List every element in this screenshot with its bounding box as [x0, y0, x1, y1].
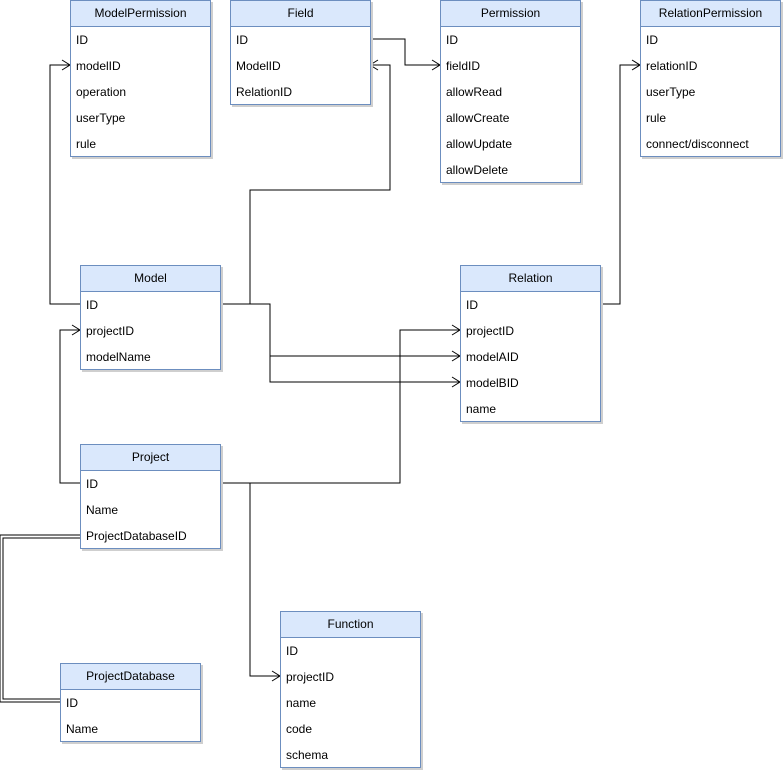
- entity-title: Function: [281, 612, 420, 638]
- entity-title: Field: [231, 1, 370, 27]
- field-id[interactable]: ID: [286, 644, 298, 658]
- field-allowread[interactable]: allowRead: [446, 85, 503, 99]
- field-allowupdate[interactable]: allowUpdate: [446, 137, 513, 151]
- field-usertype[interactable]: userType: [646, 85, 696, 99]
- edge-project-to-model[interactable]: [59, 324, 81, 484]
- entity-title: ProjectDatabase: [61, 664, 200, 690]
- edge-model-to-relation-modelaid[interactable]: [220, 303, 461, 362]
- edge-model-to-relation-modelbid[interactable]: [269, 356, 461, 388]
- field-allowdelete[interactable]: allowDelete: [446, 163, 509, 177]
- entity-relation[interactable]: Relation ID projectID modelAID modelBID …: [460, 265, 601, 422]
- field-id[interactable]: ID: [86, 477, 98, 491]
- field-allowcreate[interactable]: allowCreate: [446, 111, 510, 125]
- field-id[interactable]: ID: [446, 33, 458, 47]
- field-modelid[interactable]: ModelID: [236, 59, 281, 73]
- field-usertype[interactable]: userType: [76, 111, 126, 125]
- field-projectdatabaseid[interactable]: ProjectDatabaseID: [86, 529, 187, 543]
- field-id[interactable]: ID: [66, 696, 78, 710]
- field-name[interactable]: Name: [86, 503, 119, 517]
- entity-permission[interactable]: Permission ID fieldID allowRead allowCre…: [440, 0, 581, 183]
- field-rule[interactable]: rule: [646, 111, 667, 125]
- field-projectid[interactable]: projectID: [466, 324, 515, 338]
- entity-title: Relation: [461, 266, 600, 292]
- field-schema[interactable]: schema: [286, 748, 329, 762]
- field-modelbid[interactable]: modelBID: [466, 376, 519, 390]
- field-connect-disconnect[interactable]: connect/disconnect: [646, 137, 749, 151]
- entity-title: Project: [81, 445, 220, 471]
- entity-projectdatabase[interactable]: ProjectDatabase ID Name: [60, 663, 201, 742]
- field-name[interactable]: name: [286, 696, 317, 710]
- field-relationid[interactable]: relationID: [646, 59, 698, 73]
- field-id[interactable]: ID: [646, 33, 658, 47]
- entity-title: Model: [81, 266, 220, 292]
- field-projectid[interactable]: projectID: [286, 670, 335, 684]
- entity-field[interactable]: Field ID ModelID RelationID: [230, 0, 371, 105]
- field-modelid[interactable]: modelID: [76, 59, 121, 73]
- field-rule[interactable]: rule: [76, 137, 97, 151]
- field-relationid[interactable]: RelationID: [236, 85, 293, 99]
- field-id[interactable]: ID: [236, 33, 248, 47]
- entity-relationpermission[interactable]: RelationPermission ID relationID userTyp…: [640, 0, 781, 157]
- field-id[interactable]: ID: [86, 298, 98, 312]
- edge-project-to-projectdatabase[interactable]: [0, 534, 80, 703]
- field-code[interactable]: code: [286, 722, 313, 736]
- edge-project-to-relation[interactable]: [220, 324, 461, 484]
- field-name[interactable]: name: [466, 402, 497, 416]
- entity-project[interactable]: Project ID Name ProjectDatabaseID: [80, 444, 221, 549]
- edge-relation-to-relationpermission[interactable]: [600, 59, 641, 305]
- entity-model[interactable]: Model ID projectID modelName: [80, 265, 221, 370]
- field-id[interactable]: ID: [76, 33, 88, 47]
- entity-title: ModelPermission: [71, 1, 210, 27]
- entity-function[interactable]: Function ID projectID name code schema: [280, 611, 421, 768]
- entity-modelpermission[interactable]: ModelPermission ID modelID operation use…: [70, 0, 211, 157]
- field-projectid[interactable]: projectID: [86, 324, 135, 338]
- field-fieldid[interactable]: fieldID: [446, 59, 481, 73]
- edge-project-to-function[interactable]: [249, 483, 281, 682]
- entity-title: Permission: [441, 1, 580, 27]
- field-operation[interactable]: operation: [76, 85, 127, 99]
- field-id[interactable]: ID: [466, 298, 478, 312]
- field-modelaid[interactable]: modelAID: [466, 350, 519, 364]
- field-name[interactable]: Name: [66, 722, 99, 736]
- entity-title: RelationPermission: [641, 1, 780, 27]
- field-modelname[interactable]: modelName: [86, 350, 151, 364]
